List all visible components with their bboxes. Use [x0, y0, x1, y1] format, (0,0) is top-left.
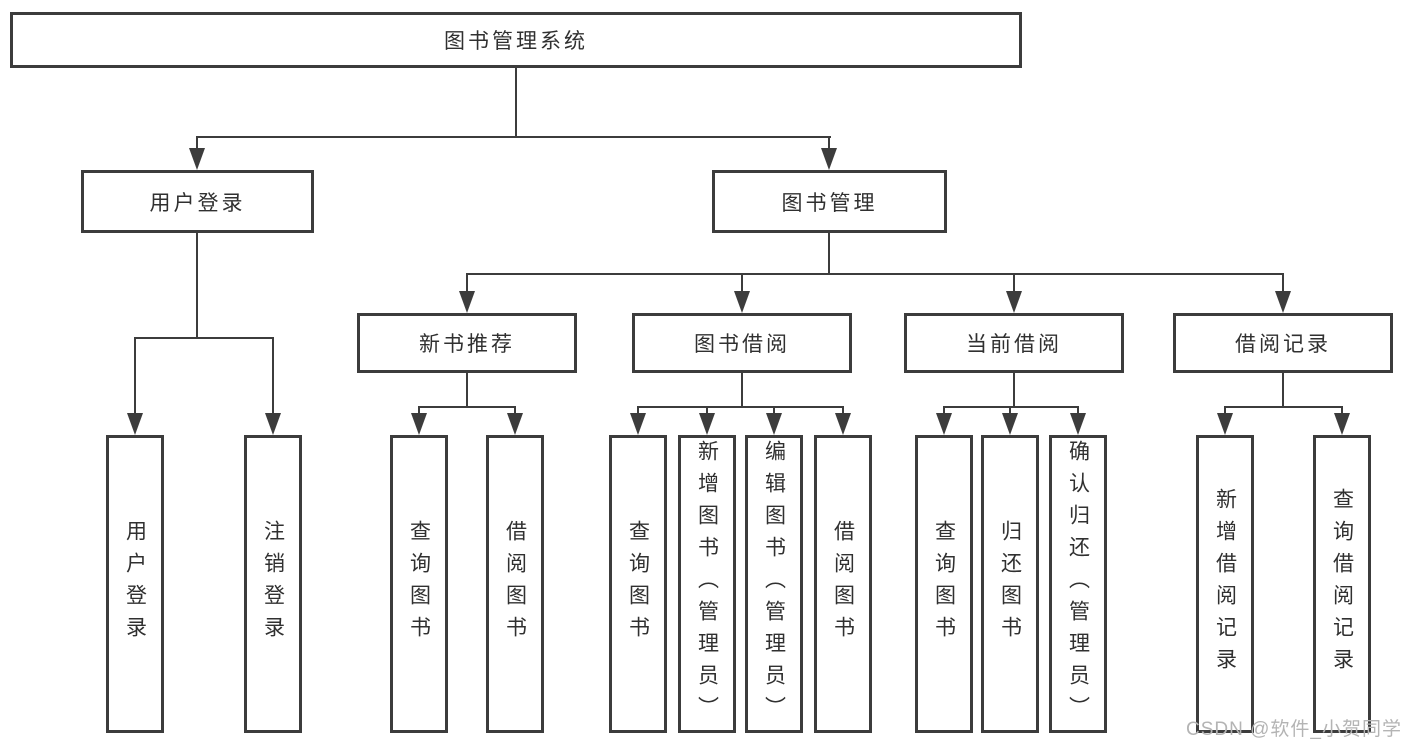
leaf-borrow-books-borrowing: 借阅图书: [814, 435, 872, 733]
leaf-add-book-admin: 新增图书（管理员）: [678, 435, 736, 733]
arrowhead-down: [127, 413, 143, 435]
arrowhead-down: [411, 413, 427, 435]
leaf-add-borrow-record: 新增借阅记录: [1196, 435, 1254, 733]
connector-line: [1224, 406, 1226, 413]
leaf-label: 新增图书（管理员）: [695, 440, 719, 728]
arrowhead-down: [699, 413, 715, 435]
connector-line: [1282, 273, 1284, 291]
arrowhead-down: [507, 413, 523, 435]
leaf-label: 归还图书: [998, 520, 1022, 648]
arrowhead-down: [459, 291, 475, 313]
leaf-query-books-current: 查询图书: [915, 435, 973, 733]
connector-line: [515, 68, 517, 136]
leaf-label: 查询图书: [407, 520, 431, 648]
arrowhead-down: [265, 413, 281, 435]
leaf-user-login: 用户登录: [106, 435, 164, 733]
node-borrowing-records: 借阅记录: [1173, 313, 1393, 373]
arrowhead-down: [936, 413, 952, 435]
connector-line: [514, 406, 516, 413]
arrowhead-down: [630, 413, 646, 435]
connector-line: [828, 136, 830, 150]
connector-line: [196, 136, 198, 150]
leaf-query-borrow-record: 查询借阅记录: [1313, 435, 1371, 733]
arrowhead-down: [1006, 291, 1022, 313]
arrowhead-down: [1275, 291, 1291, 313]
leaf-label: 用户登录: [123, 520, 147, 648]
node-book-borrowing: 图书借阅: [632, 313, 852, 373]
csdn-watermark: CSDN @软件_小贺同学: [1186, 719, 1402, 740]
leaf-label: 查询图书: [626, 520, 650, 648]
leaf-query-books-recommend: 查询图书: [390, 435, 448, 733]
connector-line: [1224, 406, 1343, 408]
connector-line: [134, 337, 136, 413]
connector-line: [773, 406, 775, 413]
connector-line: [196, 233, 198, 337]
arrowhead-down: [835, 413, 851, 435]
connector-line: [943, 406, 1079, 408]
connector-line: [842, 406, 844, 413]
connector-line: [466, 273, 1284, 275]
leaf-return-book: 归还图书: [981, 435, 1039, 733]
arrowhead-down: [1334, 413, 1350, 435]
connector-line: [828, 233, 830, 273]
connector-line: [466, 273, 468, 291]
node-current-borrowing: 当前借阅: [904, 313, 1124, 373]
connector-line: [706, 406, 708, 413]
leaf-label: 确认归还（管理员）: [1066, 440, 1090, 728]
connector-line: [943, 406, 945, 413]
leaf-label: 查询借阅记录: [1330, 488, 1354, 680]
leaf-label: 注销登录: [261, 520, 285, 648]
connector-line: [196, 136, 831, 138]
node-user-login: 用户登录: [81, 170, 314, 233]
node-library-management-system: 图书管理系统: [10, 12, 1022, 68]
connector-line: [637, 406, 639, 413]
connector-line: [272, 337, 274, 413]
connector-line: [1077, 406, 1079, 413]
arrowhead-down: [821, 148, 837, 170]
leaf-confirm-return-admin: 确认归还（管理员）: [1049, 435, 1107, 733]
connector-line: [418, 406, 516, 408]
arrowhead-down: [1070, 413, 1086, 435]
connector-line: [134, 337, 274, 339]
leaf-label: 借阅图书: [831, 520, 855, 648]
node-book-management: 图书管理: [712, 170, 947, 233]
leaf-label: 编辑图书（管理员）: [762, 440, 786, 728]
leaf-edit-book-admin: 编辑图书（管理员）: [745, 435, 803, 733]
node-new-book-recommend: 新书推荐: [357, 313, 577, 373]
arrowhead-down: [734, 291, 750, 313]
leaf-label: 查询图书: [932, 520, 956, 648]
connector-line: [741, 273, 743, 291]
connector-line: [418, 406, 420, 413]
connector-line: [1282, 373, 1284, 406]
leaf-query-books-borrowing: 查询图书: [609, 435, 667, 733]
connector-line: [741, 373, 743, 406]
leaf-borrow-books-recommend: 借阅图书: [486, 435, 544, 733]
connector-line: [1341, 406, 1343, 413]
connector-line: [466, 373, 468, 406]
arrowhead-down: [1217, 413, 1233, 435]
leaf-label: 新增借阅记录: [1213, 488, 1237, 680]
arrowhead-down: [766, 413, 782, 435]
arrowhead-down: [189, 148, 205, 170]
leaf-label: 借阅图书: [503, 520, 527, 648]
connector-line: [1013, 373, 1015, 406]
arrowhead-down: [1002, 413, 1018, 435]
leaf-logout: 注销登录: [244, 435, 302, 733]
connector-line: [637, 406, 844, 408]
connector-line: [1009, 406, 1011, 413]
connector-line: [1013, 273, 1015, 291]
